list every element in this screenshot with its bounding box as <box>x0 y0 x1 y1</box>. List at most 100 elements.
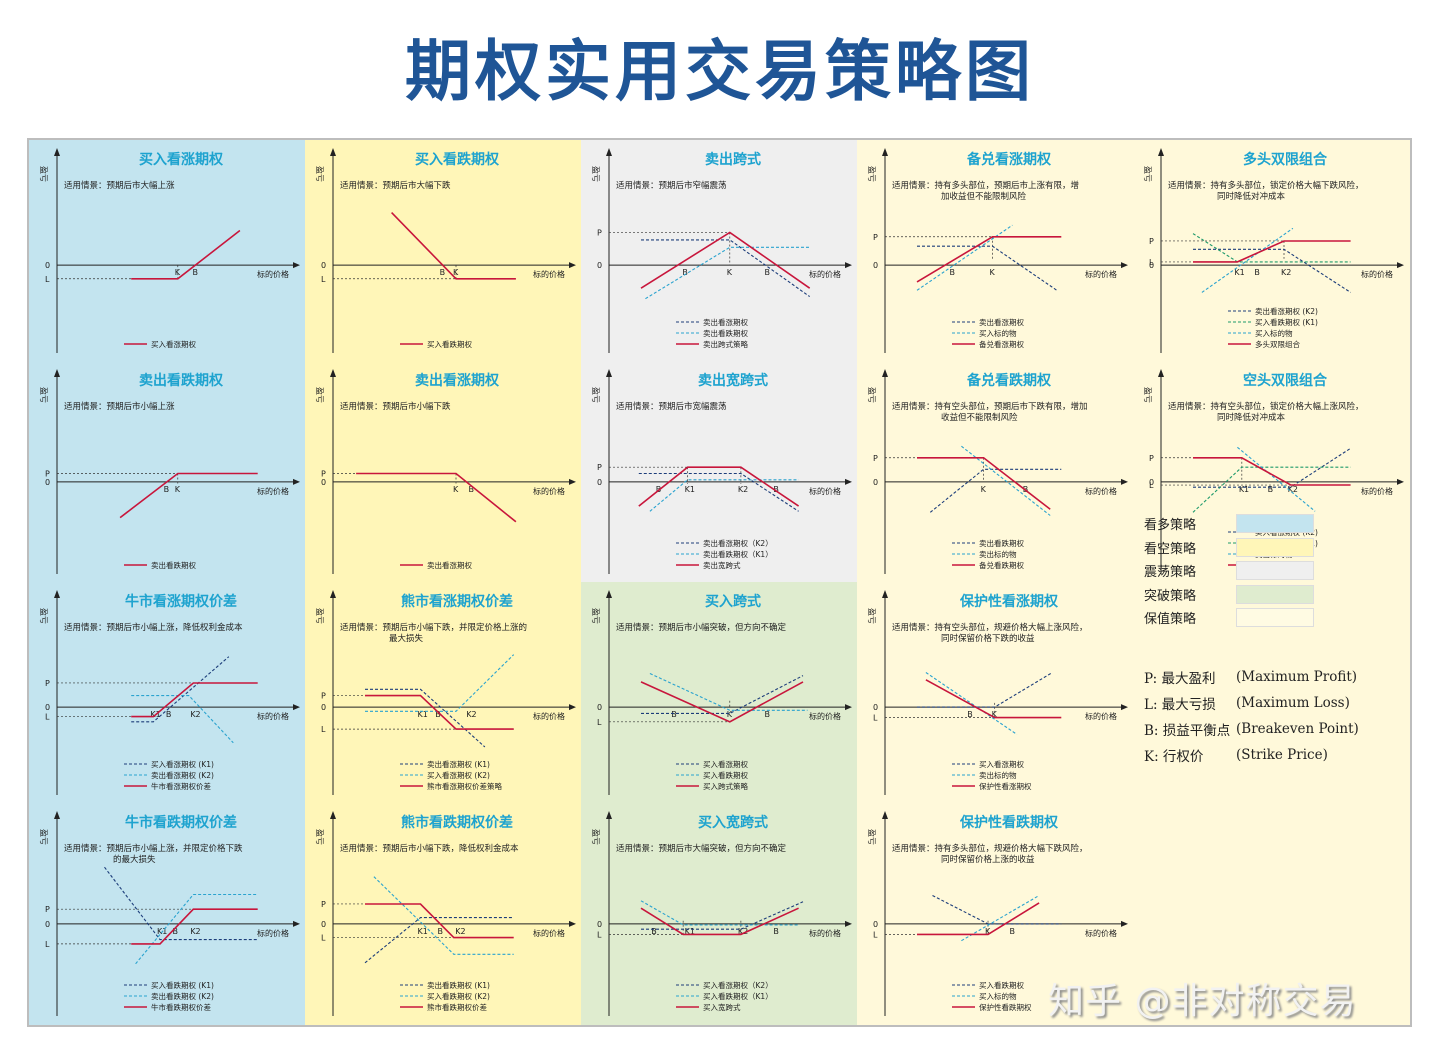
y-tick-label: L <box>321 275 326 284</box>
x-tick-label: K <box>453 268 459 277</box>
legend-entry: 卖出宽跨式 <box>703 560 741 570</box>
x-axis-label: 标的价格 <box>257 928 289 938</box>
axes <box>54 369 300 574</box>
legend-entry: 卖出看涨期权 <box>703 317 748 327</box>
abbr-desc: (Strike Price) <box>1236 747 1328 763</box>
x-tick-label: B <box>671 710 677 719</box>
component-line <box>1237 446 1316 512</box>
scenario-text: 适用情景：预期后市小幅下跌，降低权利金成本 <box>340 843 519 854</box>
zero-label: 0 <box>321 703 326 712</box>
scenario-text: 同时保留价格下跌的收益 <box>941 633 1035 644</box>
y-tick-label: P <box>45 679 50 688</box>
x-tick-label: B <box>773 927 779 936</box>
y-axis-label: 盈亏 <box>867 387 876 403</box>
component-line <box>104 866 258 941</box>
panel-title: 保护性看涨期权 <box>959 593 1059 610</box>
abbr-desc: (Maximum Profit) <box>1236 669 1358 685</box>
strategy-panel: 保护性看涨期权适用情景：持有空头部位，规避价格大幅上涨风险，同时保留价格下跌的收… <box>857 582 1133 803</box>
component-line <box>365 654 515 712</box>
legend-entry: 买入看涨期权 <box>979 759 1024 769</box>
bearish-column-bg <box>305 140 581 1025</box>
y-axis-label: 盈亏 <box>591 387 600 403</box>
axes <box>606 811 852 1016</box>
x-tick-label: B <box>967 710 973 719</box>
legend-entry: 买入看跌期权 (K1) <box>1255 317 1318 327</box>
abbreviation-key: P: 最大盈利(Maximum Profit) L: 最大亏损(Maximum … <box>1144 664 1404 768</box>
y-tick-label: P <box>321 900 326 909</box>
scenario-text: 同时保留价格上涨的收益 <box>941 854 1035 865</box>
component-line <box>640 900 799 926</box>
component-line <box>932 895 1062 925</box>
y-tick-label: P <box>597 463 602 472</box>
y-tick-label: L <box>321 934 326 943</box>
x-tick-label: B <box>164 485 170 494</box>
x-tick-label: B <box>193 268 199 277</box>
legend-entry: 买入看跌期权 (K2) <box>427 991 490 1001</box>
scenario-text: 适用情景：持有空头部位，预期后市下跌有限，增加 <box>892 401 1088 412</box>
x-tick-label: K1 <box>685 485 695 494</box>
legend-entry: 卖出看涨期权 <box>427 560 472 570</box>
legend-entry: 买入看涨期权 <box>151 339 196 349</box>
x-tick-label: K <box>981 485 987 494</box>
abbr-key: B: 损益平衡点 <box>1144 723 1231 739</box>
y-axis-label: 盈亏 <box>591 608 600 624</box>
y-axis-label: 盈亏 <box>1143 387 1152 403</box>
strategy-panel: 多头双限组合适用情景：持有多头部位，锁定价格大幅下跌风险，同时降低对冲成本盈亏标… <box>1133 140 1409 361</box>
zero-label: 0 <box>321 920 326 929</box>
legend-entry: 保护性看跌期权 <box>979 1002 1032 1012</box>
panel-title: 备兑看涨期权 <box>966 151 1052 168</box>
strategy-line <box>391 212 516 280</box>
axes <box>882 148 1128 353</box>
strategy-line <box>917 457 1051 510</box>
strategy-line <box>640 907 799 936</box>
x-tick-label: B <box>166 710 172 719</box>
x-axis-label: 标的价格 <box>809 711 841 721</box>
scenario-text: 适用情景：持有多头部位，规避价格大幅下跌风险， <box>892 843 1088 854</box>
payoff-chart: 保护性看跌期权 适用情景：持有多头部位，规避价格大幅下跌风险，同时保留价格上涨的收… <box>867 811 1128 1016</box>
x-axis-label: 标的价格 <box>533 486 565 496</box>
panel-title: 买入宽跨式 <box>698 814 768 831</box>
axes <box>1158 369 1404 574</box>
legend-entry: 买入看涨期权 <box>703 759 748 769</box>
scenario-text: 适用情景：预期后市窄幅震荡 <box>616 180 727 191</box>
y-axis-label: 盈亏 <box>39 166 48 182</box>
legend-label: 看多策略 <box>1144 518 1197 534</box>
payoff-chart: 牛市看跌期权价差适用情景：预期后市小幅上涨，并限定价格下跌的最大损失盈亏标的价格… <box>39 811 300 1016</box>
x-axis-label: 标的价格 <box>1085 269 1117 279</box>
component-line <box>649 673 808 711</box>
x-tick-label: K1 <box>417 710 427 719</box>
legend-entry: 卖出看跌期权 <box>703 328 748 338</box>
strategy-line <box>131 908 258 945</box>
y-axis-label: 盈亏 <box>315 387 324 403</box>
legend-label: 突破策略 <box>1144 588 1197 604</box>
axes <box>330 148 576 353</box>
legend-entry: 卖出看涨期权 <box>979 317 1024 327</box>
y-axis-label: 盈亏 <box>591 166 600 182</box>
legend-entry: 买入看跌期权 <box>703 770 748 780</box>
component-line <box>1192 233 1351 263</box>
x-tick-label: K2 <box>455 927 465 936</box>
panel-title: 卖出宽跨式 <box>698 372 768 389</box>
x-tick-label: B <box>950 268 956 277</box>
x-tick-label: K <box>727 268 733 277</box>
y-axis-label: 盈亏 <box>315 829 324 845</box>
abbr-desc: (Breakeven Point) <box>1236 721 1359 737</box>
strategy-line <box>365 903 514 939</box>
panel-title: 买入跨式 <box>705 593 761 610</box>
x-tick-label: K1 <box>1234 268 1244 277</box>
x-axis-label: 标的价格 <box>1085 711 1117 721</box>
y-axis-label: 盈亏 <box>867 608 876 624</box>
legend-entry: 买入看跌期权 <box>427 339 472 349</box>
component-line <box>1193 447 1351 488</box>
y-tick-label: L <box>597 718 602 727</box>
legend-entry: 熊市看跌期权价差 <box>427 1002 487 1012</box>
axes <box>54 590 300 795</box>
